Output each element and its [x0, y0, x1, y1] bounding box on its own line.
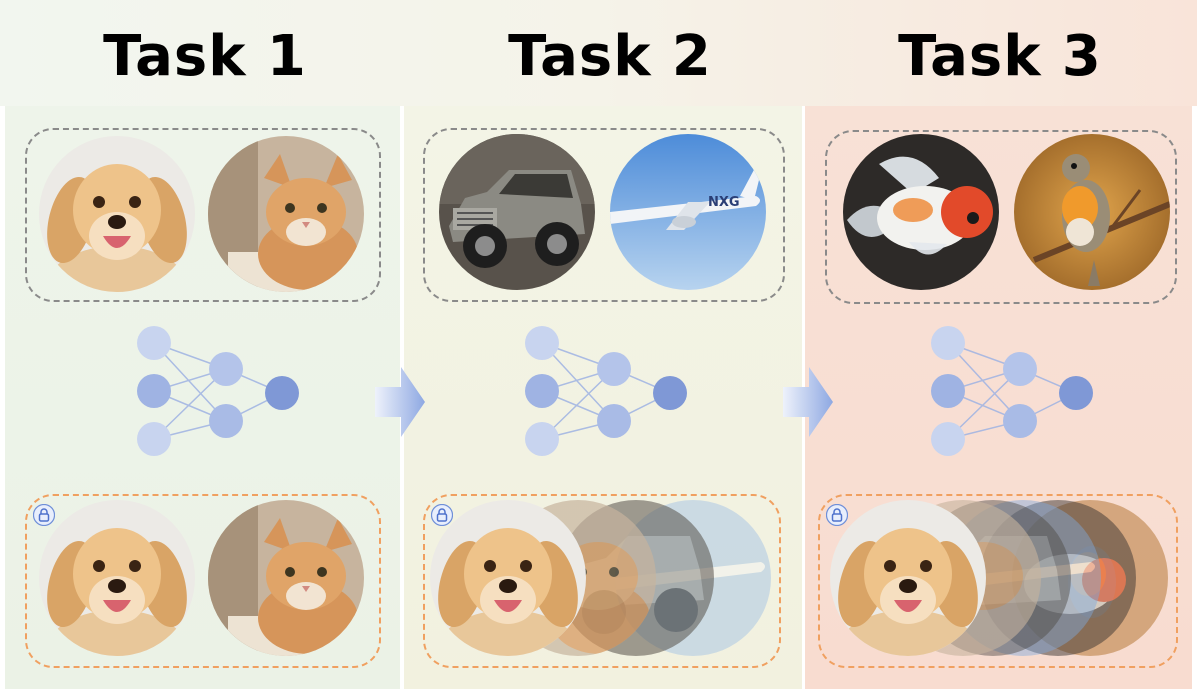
memory-box	[818, 494, 1178, 668]
new-data-box	[825, 130, 1177, 304]
new-data-box	[25, 128, 381, 302]
dog-image	[430, 500, 586, 656]
neural-network-diagram	[525, 326, 687, 456]
airplane-image: NXG	[610, 134, 766, 290]
hidden-neuron	[209, 404, 243, 438]
bird-image	[1014, 134, 1170, 290]
input-neuron	[137, 326, 171, 360]
arrow-right-icon	[783, 367, 833, 437]
input-neuron	[137, 374, 171, 408]
svg-text:NXG: NXG	[708, 195, 740, 210]
dog-image	[39, 500, 195, 656]
hidden-neuron	[1003, 404, 1037, 438]
cat-image	[208, 136, 364, 292]
task-title: Task 1	[103, 24, 307, 89]
output-neuron	[265, 376, 299, 410]
arrow-right-icon	[375, 367, 425, 437]
lock-icon	[826, 504, 848, 526]
neural-network-diagram	[137, 326, 299, 456]
lock-icon	[431, 504, 453, 526]
title-band	[0, 0, 1197, 106]
lock-icon	[33, 504, 55, 526]
new-data-box	[423, 128, 785, 302]
hidden-neuron	[209, 352, 243, 386]
input-neuron	[525, 422, 559, 456]
hidden-neuron	[597, 352, 631, 386]
input-neuron	[137, 422, 171, 456]
car-image	[439, 134, 595, 290]
goldfish-image	[843, 134, 999, 290]
input-neuron	[931, 422, 965, 456]
neural-network-diagram	[931, 326, 1093, 456]
task-title: Task 2	[508, 24, 712, 89]
output-neuron	[1059, 376, 1093, 410]
dog-image	[39, 136, 195, 292]
hidden-neuron	[597, 404, 631, 438]
cat-image	[208, 500, 364, 656]
memory-box	[423, 494, 781, 668]
input-neuron	[931, 374, 965, 408]
input-neuron	[525, 374, 559, 408]
dog-image	[830, 500, 986, 656]
memory-box	[25, 494, 381, 668]
hidden-neuron	[1003, 352, 1037, 386]
input-neuron	[931, 326, 965, 360]
input-neuron	[525, 326, 559, 360]
task-title: Task 3	[898, 24, 1102, 89]
output-neuron	[653, 376, 687, 410]
